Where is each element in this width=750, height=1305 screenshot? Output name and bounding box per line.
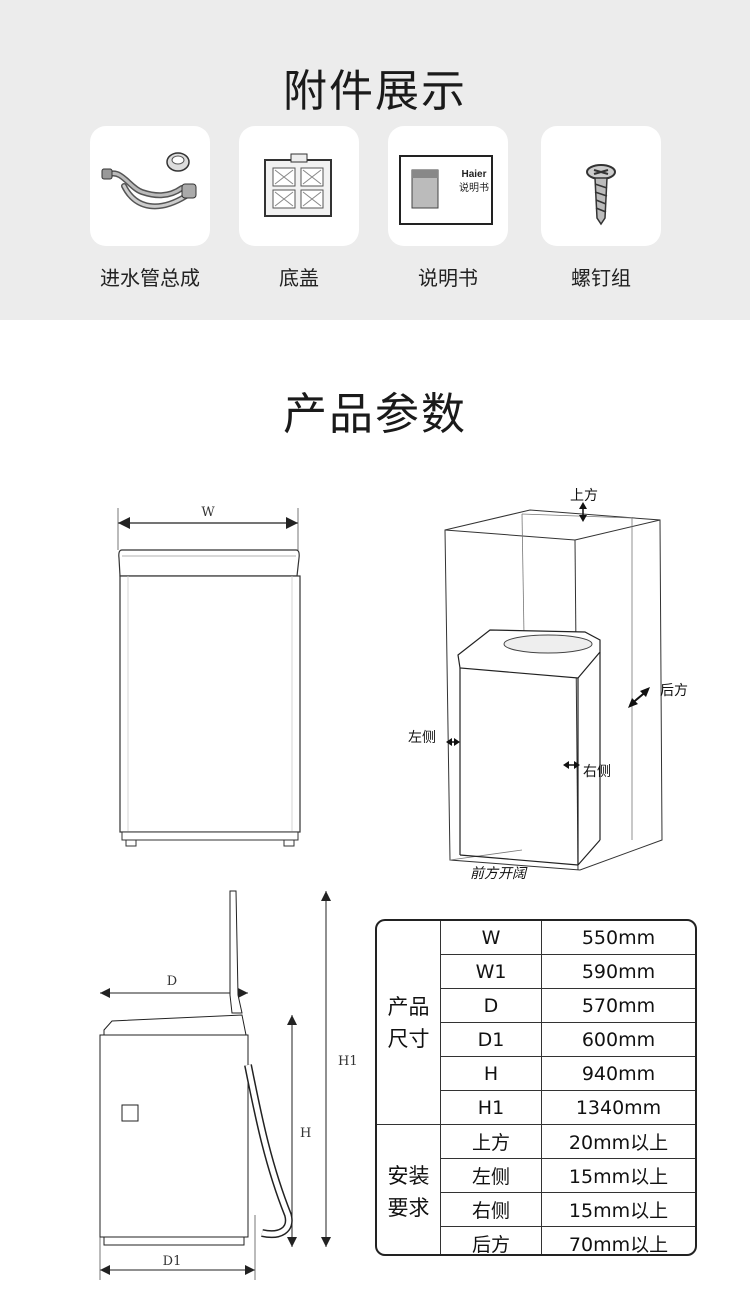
spec-key: 左侧 [440,1158,542,1193]
accessory-label-hose: 进水管总成 [100,266,200,290]
manual-brand: Haier [461,169,486,180]
bottom-cover-icon [264,153,332,217]
accessory-label-cover: 底盖 [279,266,319,290]
space-right-label: 右侧 [583,764,611,780]
screw-icon [586,164,616,226]
spec-value: 15mm以上 [541,1192,695,1227]
accessory-card-hose [90,126,210,246]
front-view-diagram: W [117,505,301,847]
spec-key: 后方 [440,1226,542,1254]
accessories-title: 附件展示 [283,66,467,117]
accessory-label-screw: 螺钉组 [571,266,631,290]
accessory-card-screw [541,126,661,246]
spec-value: 590mm [541,954,695,989]
spec-value: 600mm [541,1022,695,1057]
h1-label: H1 [338,1054,358,1069]
spec-table: 产品 尺寸 W 550mm W1 590mm D 570mm D1 600mm … [375,919,697,1256]
spec-key: W [440,921,542,955]
spec-key: 右侧 [440,1192,542,1227]
spec-value: 1340mm [541,1090,695,1125]
space-diagram: 上方 后方 左侧 右侧 前方开阔 [408,488,688,880]
spec-key: H1 [440,1090,542,1125]
spec-value: 550mm [541,921,695,955]
spec-key: H [440,1056,542,1091]
side-view-diagram: D D1 H1 H [99,890,358,1280]
group-size-line2: 尺寸 [387,1026,430,1051]
group-size-name: 产品 尺寸 [377,921,441,1125]
accessory-label-manual: 说明书 [418,266,478,290]
group-size-line1: 产品 [387,994,430,1019]
spec-value: 570mm [541,988,695,1023]
w-label: W [201,505,215,520]
space-rear-label: 后方 [660,683,688,699]
accessory-card-manual: Haier 说明书 [388,126,508,246]
space-front-label: 前方开阔 [470,866,528,880]
accessory-card-cover [239,126,359,246]
spec-value: 15mm以上 [541,1158,695,1193]
d-label: D [167,974,177,989]
spec-value: 940mm [541,1056,695,1091]
spec-key: D [440,988,542,1023]
spec-value: 20mm以上 [541,1124,695,1159]
spec-key: D1 [440,1022,542,1057]
manual-icon: Haier 说明书 [399,155,493,225]
spec-key: W1 [440,954,542,989]
group-install-line1: 安装 [387,1164,430,1189]
space-left-label: 左侧 [408,730,436,746]
d1-label: D1 [163,1254,182,1269]
spec-key: 上方 [440,1124,542,1159]
space-top-label: 上方 [570,488,598,504]
params-title: 产品参数 [283,389,467,440]
inlet-hose-icon [101,152,197,210]
group-install-line2: 要求 [387,1196,430,1221]
h-label: H [300,1126,311,1141]
manual-book-text: 说明书 [459,181,489,194]
group-install-name: 安装 要求 [377,1124,441,1254]
spec-value: 70mm以上 [541,1226,695,1254]
